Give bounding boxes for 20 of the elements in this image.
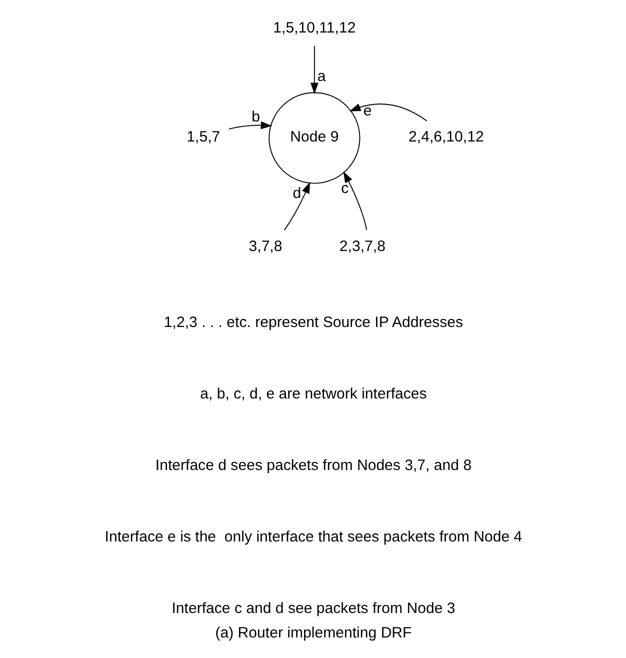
- edge-label: d: [292, 185, 301, 202]
- node-text: 1,5,7: [186, 128, 220, 146]
- edge-label: a: [316, 68, 326, 85]
- node-text: 2,4,6,10,12: [408, 128, 484, 146]
- label: 1,2,3 . . . etc. represent Source IP Addresses: [163, 314, 463, 332]
- node-text: 2,3,7,8: [338, 238, 385, 255]
- label: Interface e is the only interface that sees packets from Node 4: [104, 528, 522, 546]
- node-text: 1,5,10,11,12: [272, 19, 356, 36]
- arrow: [348, 104, 427, 122]
- arrow: [310, 46, 318, 94]
- node-text: 3,7,8: [248, 238, 282, 255]
- edge-label: e: [362, 102, 372, 120]
- label: Interface d sees packets from Nodes 3,7, and 8: [154, 457, 472, 474]
- arrow: [228, 121, 272, 130]
- label: Interface c and d see packets from Node 3: [171, 600, 455, 618]
- arrow: [342, 171, 367, 231]
- caption: (a) Router implementing DRF: [214, 624, 412, 642]
- arrow: [283, 182, 310, 231]
- edge-label: b: [251, 108, 260, 126]
- label: a, b, c, d, e are network interfaces: [200, 386, 426, 403]
